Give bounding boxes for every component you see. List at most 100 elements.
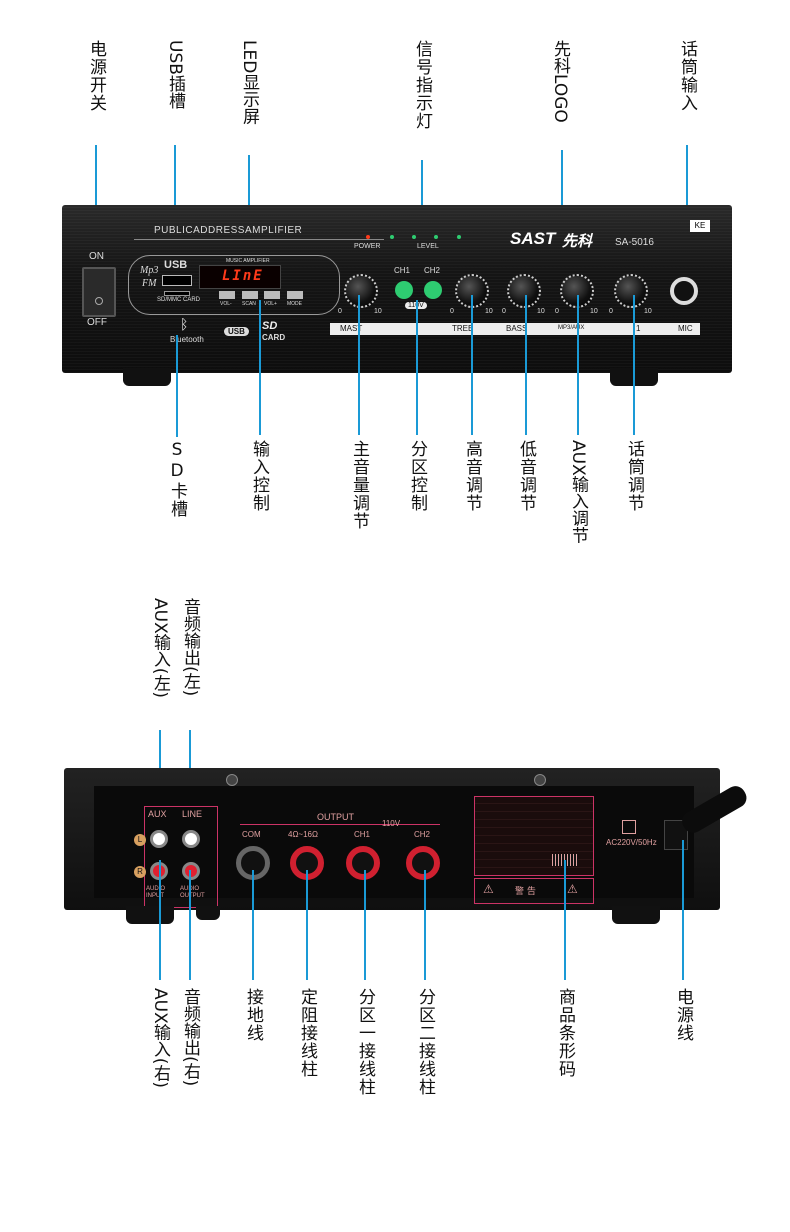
- label-aux-in-right: AUX输入(右): [150, 988, 170, 1088]
- music-amp-label: MUSIC AMPLIFIER: [226, 258, 270, 264]
- rear-foot-mid: [196, 906, 220, 920]
- mic-label: MIC: [678, 324, 693, 333]
- mast-zero: 0: [338, 308, 342, 315]
- power-led-label: POWER: [354, 243, 381, 250]
- btn-vol-minus[interactable]: [219, 291, 235, 299]
- sd-slot[interactable]: [164, 291, 190, 296]
- mast-label: MAST: [340, 324, 363, 333]
- pointer-line: [633, 295, 635, 435]
- mp3aux-label: MP3/AUX: [558, 325, 585, 331]
- led-text: LInE: [222, 268, 264, 284]
- scan-label: SCAN: [242, 301, 256, 307]
- pointer-line: [364, 870, 366, 980]
- sd-card-label: CARD: [262, 333, 286, 342]
- screw: [226, 774, 238, 786]
- label-audio-out-right: 音频输出(右): [180, 988, 200, 1087]
- level-label: LEVEL: [417, 243, 439, 250]
- usb-label: USB: [164, 259, 188, 271]
- bluetooth-icon: ᛒ: [180, 317, 189, 333]
- btn-vol-plus[interactable]: [264, 291, 280, 299]
- aux-header: AUX: [148, 809, 167, 819]
- ch1-button[interactable]: [395, 281, 413, 299]
- label-mic-volume: 话筒调节: [624, 440, 644, 512]
- aux-in-left-jack[interactable]: [150, 830, 168, 848]
- ac-label: AC220V/50Hz: [606, 838, 657, 847]
- front-panel: ON OFF PUBLICADDRESSAMPLIFIER Mp3 FM USB…: [62, 205, 732, 373]
- pointer-line: [358, 295, 360, 435]
- label-audio-out-left: 音频输出(左): [180, 598, 200, 697]
- mic-volume-knob[interactable]: [614, 274, 648, 308]
- pointer-line: [471, 295, 473, 435]
- mic-ten: 10: [644, 308, 652, 315]
- label-fixed-terminal: 定阻接线柱: [297, 988, 317, 1078]
- label-treble: 高音调节: [462, 440, 482, 512]
- ohm-label: 4Ω~16Ω: [288, 830, 318, 839]
- bass-zero: 0: [502, 308, 506, 315]
- pointer-line: [252, 870, 254, 980]
- title-rule: [134, 239, 384, 240]
- audio-output-label: AUDIO OUTPUT: [180, 886, 205, 899]
- label-zone2-terminal: 分区二接线柱: [415, 988, 435, 1096]
- brand-cn: 先科: [562, 232, 593, 250]
- double-insulation-icon: [622, 820, 636, 834]
- label-bass: 低音调节: [516, 440, 536, 512]
- mode-label: MODE: [287, 301, 302, 307]
- label-barcode: 商品条形码: [555, 988, 575, 1078]
- zone2-terminal[interactable]: [406, 846, 440, 880]
- label-input-control: 输入控制: [249, 440, 269, 512]
- rear-panel: AUX LINE L R AUDIO INPUT AUDIO OUTPUT OU…: [64, 768, 720, 910]
- aux-zero: 0: [555, 308, 559, 315]
- usb-port[interactable]: [162, 275, 192, 286]
- aux-ten: 10: [590, 308, 598, 315]
- pointer-line: [564, 860, 566, 980]
- power-switch[interactable]: [82, 267, 116, 317]
- power-led: [366, 235, 370, 239]
- audio-input-label: AUDIO INPUT: [146, 886, 166, 899]
- ke-badge: KE: [690, 220, 710, 232]
- audio-out-right-jack[interactable]: [182, 862, 200, 880]
- label-ground: 接地线: [243, 988, 263, 1042]
- model-title: PUBLICADDRESSAMPLIFIER: [154, 225, 303, 236]
- mp3-label: Mp3: [140, 265, 159, 276]
- rear-foot-left: [126, 906, 174, 924]
- btn-mode[interactable]: [287, 291, 303, 299]
- led-display: LInE: [199, 265, 281, 289]
- ch2-button[interactable]: [424, 281, 442, 299]
- pointer-line: [306, 870, 308, 980]
- on-label: ON: [89, 251, 104, 262]
- bluetooth-label: Bluetooth: [170, 335, 204, 344]
- mic-zero: 0: [609, 308, 613, 315]
- master-volume-knob[interactable]: [344, 274, 378, 308]
- label-aux-in-left: AUX输入(左): [150, 598, 170, 698]
- mic-num-label: 1: [636, 324, 641, 333]
- label-power-cord: 电源线: [673, 988, 693, 1042]
- mic-jack[interactable]: [670, 277, 698, 305]
- warning-text: 警 告: [515, 887, 536, 897]
- label-power-switch: 电源开关: [86, 40, 106, 112]
- fm-label: FM: [142, 278, 157, 289]
- knob-label-strip: [330, 323, 700, 335]
- warning-icon: ⚠: [567, 882, 578, 896]
- line-header: LINE: [182, 809, 203, 819]
- switch-dot: [95, 297, 103, 305]
- ch2-rear-label: CH2: [414, 830, 431, 839]
- bass-knob[interactable]: [507, 274, 541, 308]
- level-led-1: [390, 235, 394, 239]
- pointer-line: [525, 295, 527, 435]
- output-header: OUTPUT: [317, 812, 354, 822]
- btn-scan[interactable]: [242, 291, 258, 299]
- warning-icon: ⚠: [483, 882, 494, 896]
- treb-label: TREB: [452, 324, 474, 333]
- pointer-line: [176, 335, 178, 437]
- vol-minus-label: VOL-: [220, 301, 232, 307]
- ch2-label: CH2: [424, 266, 441, 275]
- brand-logo: SAST: [510, 229, 556, 248]
- ch1-rear-label: CH1: [354, 830, 371, 839]
- zone1-terminal[interactable]: [346, 846, 380, 880]
- vol-plus-label: VOL+: [264, 301, 277, 307]
- rca-box: [144, 806, 218, 908]
- com-label: COM: [242, 830, 261, 839]
- audio-out-left-jack[interactable]: [182, 830, 200, 848]
- rear-foot-right: [612, 906, 660, 924]
- output-rule: [240, 824, 440, 825]
